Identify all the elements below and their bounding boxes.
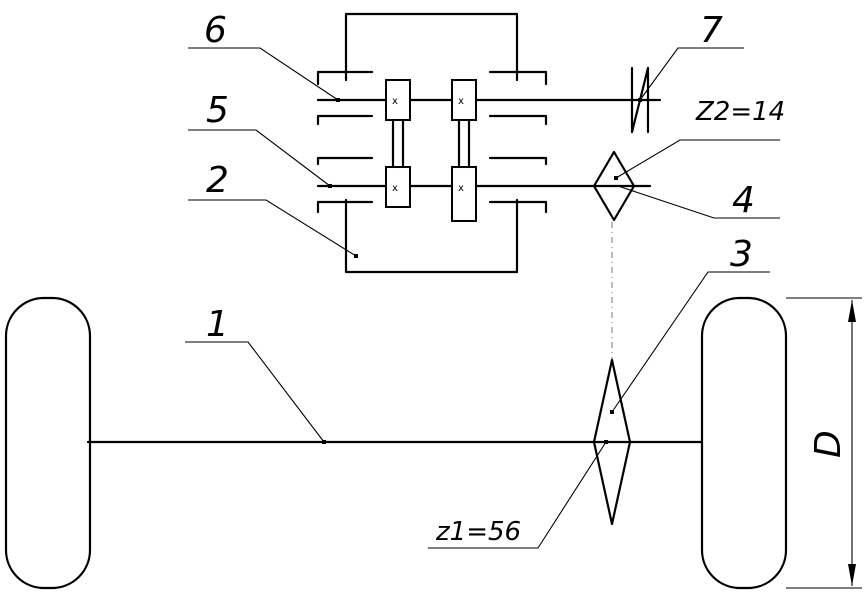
svg-text:x: x bbox=[458, 96, 464, 107]
svg-text:x: x bbox=[392, 96, 398, 107]
gear-keys: x x x x bbox=[392, 96, 464, 194]
bearings bbox=[316, 70, 548, 214]
svg-text:x: x bbox=[392, 183, 398, 194]
label-2: 2 bbox=[206, 160, 229, 201]
small-sprocket bbox=[592, 150, 636, 222]
left-wheel bbox=[4, 296, 92, 590]
gearbox-housing bbox=[344, 12, 519, 274]
leader-lines bbox=[185, 47, 780, 549]
gear-pair-left bbox=[385, 79, 411, 208]
label-4: 4 bbox=[732, 180, 755, 221]
leader-dots bbox=[322, 98, 642, 444]
label-1: 1 bbox=[206, 304, 229, 345]
right-wheel bbox=[700, 296, 788, 590]
svg-text:x: x bbox=[458, 183, 464, 194]
large-sprocket bbox=[592, 358, 632, 526]
label-7: 7 bbox=[700, 10, 723, 51]
label-6: 6 bbox=[204, 10, 227, 51]
label-z2: Z2=14 bbox=[695, 97, 785, 127]
label-z1: z1=56 bbox=[435, 517, 521, 547]
label-3: 3 bbox=[730, 234, 753, 275]
label-5: 5 bbox=[206, 90, 229, 131]
dimension-d bbox=[786, 297, 862, 589]
gear-pair-right bbox=[451, 79, 477, 222]
label-d: D bbox=[808, 430, 849, 458]
